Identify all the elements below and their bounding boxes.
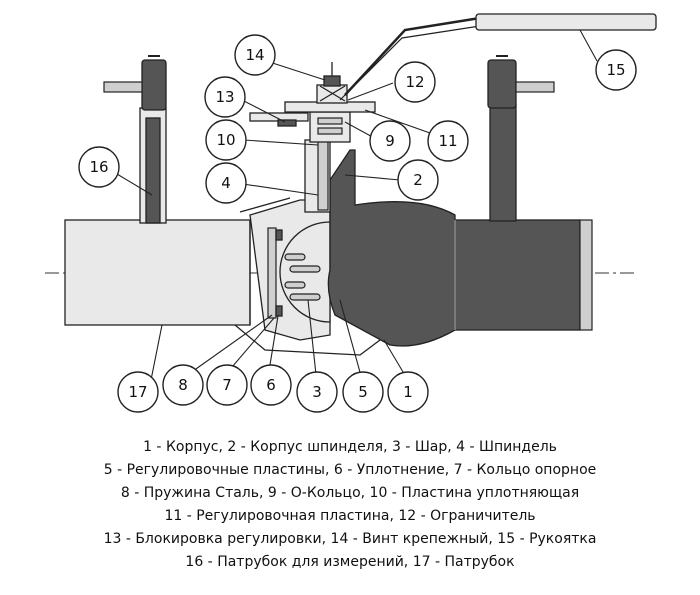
callout-3-label: 3	[312, 383, 322, 401]
callout-12-label: 12	[405, 73, 424, 91]
callout-2: 2	[397, 159, 439, 201]
spindle-assembly	[249, 62, 376, 213]
callout-5: 5	[342, 371, 384, 413]
callout-6-label: 6	[266, 376, 276, 394]
callout-10: 10	[205, 119, 247, 161]
callout-8-label: 8	[178, 376, 188, 394]
callout-8: 8	[162, 364, 204, 406]
callout-15-label: 15	[606, 61, 625, 79]
callout-15: 15	[595, 49, 637, 91]
callout-17-label: 17	[128, 383, 147, 401]
legend-line-5: 13 - Блокировка регулировки, 14 - Винт к…	[103, 531, 597, 547]
handle	[339, 13, 657, 101]
callout-11-label: 11	[438, 132, 457, 150]
callout-2-label: 2	[413, 171, 423, 189]
callout-9: 9	[369, 120, 411, 162]
measurement-port-left	[103, 55, 167, 224]
callout-9-label: 9	[385, 132, 395, 150]
callout-14-label: 14	[245, 46, 264, 64]
seal-assembly	[267, 227, 283, 319]
callout-13: 13	[204, 76, 246, 118]
callout-5-label: 5	[358, 383, 368, 401]
callout-16: 16	[78, 146, 120, 188]
legend-line-4: 11 - Регулировочная пластина, 12 - Огран…	[164, 508, 536, 524]
ball	[279, 221, 331, 323]
callout-6: 6	[250, 364, 292, 406]
measurement-port-right	[487, 55, 555, 222]
callout-1-label: 1	[403, 383, 413, 401]
callout-4: 4	[205, 162, 247, 204]
callout-13-label: 13	[215, 88, 234, 106]
callout-4-label: 4	[221, 174, 231, 192]
left-pipe	[64, 219, 251, 326]
legend-line-2: 5 - Регулировочные пластины, 6 - Уплотне…	[103, 462, 597, 478]
callout-17: 17	[117, 371, 159, 413]
leader-lines	[116, 29, 598, 386]
right-body	[327, 149, 593, 347]
callout-11: 11	[427, 120, 469, 162]
valve-diagram: 14 12 13 9 11 10 4 2 15 16 17 8 7 6 3 5 …	[45, 13, 657, 413]
callout-12: 12	[394, 61, 436, 103]
callout-16-label: 16	[89, 158, 108, 176]
callout-14: 14	[234, 34, 276, 76]
callout-10-label: 10	[216, 131, 235, 149]
callout-3: 3	[296, 371, 338, 413]
callouts: 14 12 13 9 11 10 4 2 15 16 17 8 7 6 3 5 …	[78, 34, 637, 413]
callout-7: 7	[206, 364, 248, 406]
callout-7-label: 7	[222, 376, 232, 394]
legend: 1 - Корпус, 2 - Корпус шпинделя, 3 - Шар…	[0, 436, 700, 574]
legend-line-3: 8 - Пружина Сталь, 9 - О-Кольцо, 10 - Пл…	[120, 485, 580, 501]
callout-1: 1	[387, 371, 429, 413]
legend-line-1: 1 - Корпус, 2 - Корпус шпинделя, 3 - Шар…	[143, 439, 557, 455]
legend-line-6: 16 - Патрубок для измерений, 17 - Патруб…	[185, 554, 515, 570]
